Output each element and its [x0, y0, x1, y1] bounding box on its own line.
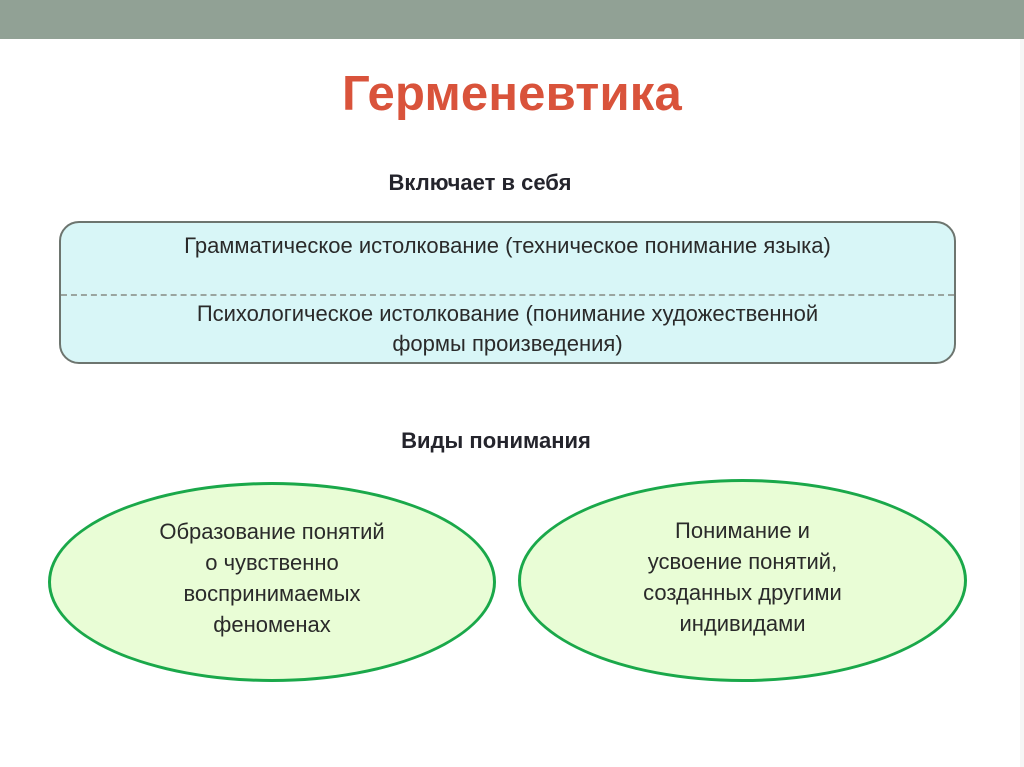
top-decorative-bar	[0, 0, 1024, 39]
kind-ellipse-concept-assimilation: Понимание и усвоение понятий, созданных …	[518, 479, 967, 682]
dashed-divider	[61, 294, 954, 296]
includes-box: Грамматическое истолкование (техническое…	[59, 221, 956, 364]
slide-title: Герменевтика	[342, 67, 682, 121]
includes-heading: Включает в себя	[388, 170, 572, 195]
includes-item-grammatical: Грамматическое истолкование (техническое…	[184, 233, 831, 258]
kinds-heading: Виды понимания	[401, 428, 591, 453]
kind-ellipse-text: Образование понятий о чувственно восприн…	[159, 519, 385, 637]
slide-edge	[1020, 39, 1024, 767]
includes-item-psychological: Психологическое истолкование (понимание …	[196, 301, 819, 356]
kind-ellipse-text: Понимание и усвоение понятий, созданных …	[643, 517, 842, 636]
kind-ellipse-concept-formation: Образование понятий о чувственно восприн…	[48, 482, 496, 682]
